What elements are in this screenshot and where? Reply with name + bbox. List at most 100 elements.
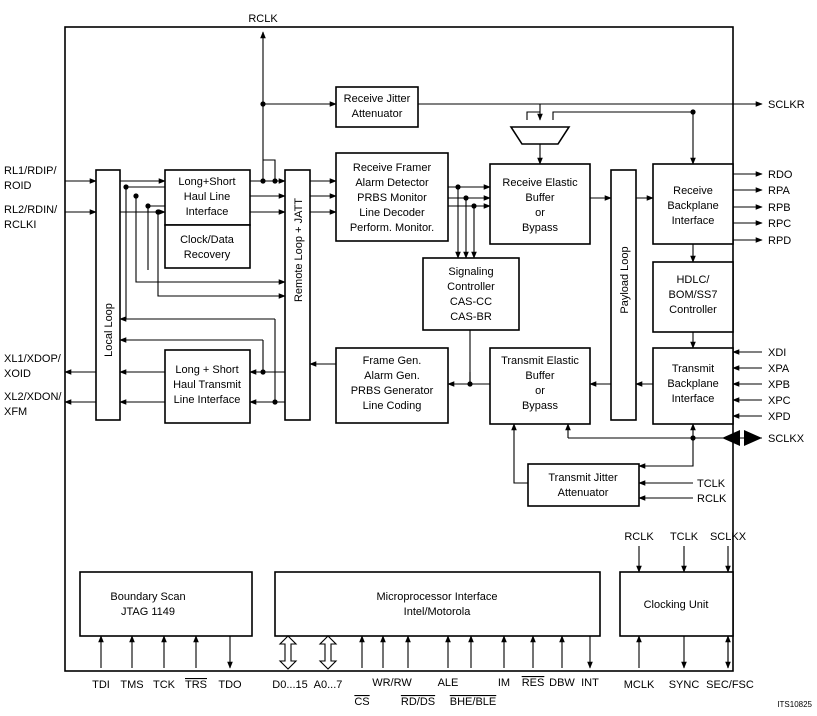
rl1-label-1: RL1/RDIP/ <box>4 165 58 177</box>
wires <box>64 31 763 669</box>
rl1-label-2: ROID <box>4 180 32 192</box>
xl1-label-2: XOID <box>4 368 31 380</box>
receive-backplane-line-1: Receive <box>673 185 713 197</box>
line-interface-line-1: Long+Short <box>178 176 235 188</box>
block-payload-loop <box>610 169 637 421</box>
transmit-elastic-line-2: Buffer <box>525 370 554 382</box>
rl2-label-2: RCLKI <box>4 219 36 231</box>
receive-framer-line-3: PRBS Monitor <box>357 192 427 204</box>
receive-framer-line-1: Receive Framer <box>353 162 432 174</box>
transmit-elastic-line-1: Transmit Elastic <box>501 355 579 367</box>
rclk-top-label: RCLK <box>248 13 278 25</box>
signaling-line-4: CAS-BR <box>450 311 492 323</box>
pin-bhe-ble: BHE/BLE <box>450 696 496 708</box>
hdlc-line-1: HDLC/ <box>676 274 710 286</box>
receive-framer-line-4: Line Decoder <box>359 207 425 219</box>
transmit-line-line-3: Line Interface <box>174 394 241 406</box>
xpc-label: XPC <box>768 395 791 407</box>
pin-rd-ds: RD/DS <box>401 696 435 708</box>
block-receive-framer: Receive Framer Alarm Detector PRBS Monit… <box>335 152 449 242</box>
receive-backplane-line-2: Backplane <box>667 200 718 212</box>
hdlc-line-3: Controller <box>669 304 717 316</box>
block-receive-jitter: Receive Jitter Attenuator <box>335 86 419 128</box>
frame-gen-line-4: Line Coding <box>363 400 422 412</box>
block-microprocessor-interface: Microprocessor Interface Intel/Motorola <box>274 571 601 637</box>
block-transmit-jitter: Transmit Jitter Attenuator <box>527 463 640 507</box>
signaling-line-2: Controller <box>447 281 495 293</box>
block-hdlc-controller: HDLC/ BOM/SS7 Controller <box>652 261 734 333</box>
frame-gen-line-1: Frame Gen. <box>363 355 422 367</box>
pin-ale: ALE <box>438 677 459 689</box>
block-remote-loop <box>284 169 311 421</box>
transmit-elastic-line-3: or <box>535 385 545 397</box>
block-receive-backplane: Receive Backplane Interface <box>652 163 734 245</box>
rclk-label: RCLK <box>697 493 727 505</box>
transmit-backplane-line-2: Backplane <box>667 378 718 390</box>
block-signaling-controller: Signaling Controller CAS-CC CAS-BR <box>422 257 520 331</box>
xl1-label-1: XL1/XDOP/ <box>4 353 62 365</box>
clocking-tclk-label: TCLK <box>670 531 699 543</box>
signaling-line-3: CAS-CC <box>450 296 492 308</box>
block-transmit-line-interface: Long + Short Haul Transmit Line Interfac… <box>164 349 251 424</box>
boundary-scan-line-2: JTAG 1149 <box>121 606 175 618</box>
receive-elastic-line-4: Bypass <box>522 222 559 234</box>
line-interface-line-2: Haul Line <box>184 191 230 203</box>
payload-loop-label: Payload Loop <box>619 246 631 313</box>
figure-id: ITS10825 <box>777 700 812 709</box>
data-bus-arrow <box>278 635 298 670</box>
xdi-label: XDI <box>768 347 786 359</box>
block-transmit-backplane: Transmit Backplane Interface <box>652 347 734 425</box>
transmit-line-line-2: Haul Transmit <box>173 379 241 391</box>
pin-wr-rw: WR/RW <box>372 677 412 689</box>
rpb-label: RPB <box>768 202 791 214</box>
pin-tms: TMS <box>120 679 143 691</box>
transmit-line-line-1: Long + Short <box>175 364 238 376</box>
receive-elastic-line-3: or <box>535 207 545 219</box>
clocking-rclk-label: RCLK <box>624 531 654 543</box>
xpa-label: XPA <box>768 363 790 375</box>
pin-res: RES <box>522 677 545 689</box>
transmit-backplane-line-3: Interface <box>672 393 715 405</box>
block-clock-recovery: Clock/Data Recovery <box>164 224 251 269</box>
signaling-line-1: Signaling <box>448 266 493 278</box>
transmit-elastic-line-4: Bypass <box>522 400 559 412</box>
tclk-label: TCLK <box>697 478 726 490</box>
receive-framer-line-5: Perform. Monitor. <box>350 222 434 234</box>
transmit-jitter-line-1: Transmit Jitter <box>548 472 618 484</box>
pin-tck: TCK <box>153 679 176 691</box>
rpd-label: RPD <box>768 235 791 247</box>
microprocessor-line-2: Intel/Motorola <box>404 606 472 618</box>
clock-recovery-line-2: Recovery <box>184 249 231 261</box>
sclkx-bidir-arrow <box>722 430 762 446</box>
frame-gen-line-2: Alarm Gen. <box>364 370 420 382</box>
pin-tdo: TDO <box>218 679 242 691</box>
block-local-loop <box>95 169 121 421</box>
pin-cs: CS <box>354 696 369 708</box>
line-interface-line-3: Interface <box>186 206 229 218</box>
receive-jitter-line-1: Receive Jitter <box>344 93 411 105</box>
block-clocking-unit: Clocking Unit <box>619 571 734 637</box>
sclkx-label: SCLKX <box>768 433 805 445</box>
rdo-label: RDO <box>768 169 793 181</box>
block-boundary-scan: Boundary Scan JTAG 1149 <box>79 571 253 637</box>
block-receive-elastic: Receive Elastic Buffer or Bypass <box>489 163 591 245</box>
xpd-label: XPD <box>768 411 791 423</box>
frame-gen-line-3: PRBS Generator <box>351 385 434 397</box>
pin-sec-fsc: SEC/FSC <box>706 679 754 691</box>
remote-loop-label: Remote Loop + JATT <box>293 198 305 302</box>
block-line-interface: Long+Short Haul Line Interface <box>164 169 251 226</box>
receive-backplane-line-3: Interface <box>672 215 715 227</box>
pin-a0-7: A0...7 <box>314 679 343 691</box>
rpa-label: RPA <box>768 185 790 197</box>
hdlc-line-2: BOM/SS7 <box>669 289 718 301</box>
receive-framer-line-2: Alarm Detector <box>355 177 429 189</box>
rpc-label: RPC <box>768 218 791 230</box>
address-bus-arrow <box>318 635 338 670</box>
xpb-label: XPB <box>768 379 790 391</box>
clocking-unit-line-1: Clocking Unit <box>644 599 709 611</box>
pin-d0-15: D0...15 <box>272 679 307 691</box>
xl2-label-1: XL2/XDON/ <box>4 391 62 403</box>
receive-elastic-line-1: Receive Elastic <box>502 177 578 189</box>
xl2-label-2: XFM <box>4 406 27 418</box>
